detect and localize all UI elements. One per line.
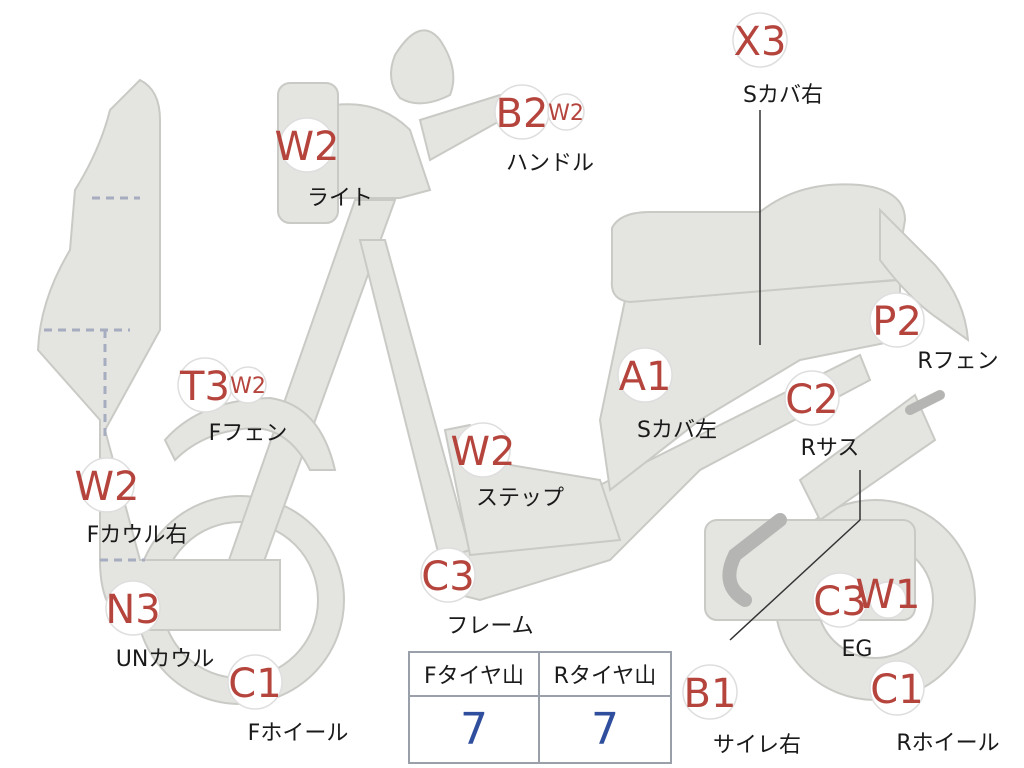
part-code: N3 [105, 587, 160, 633]
part-code: W2 [451, 429, 516, 475]
part-label: Rフェン [917, 349, 998, 374]
headlight-housing [328, 103, 432, 199]
part-label: ライト [307, 186, 373, 211]
part-code: B1 [684, 671, 737, 717]
part-label: Fカウル右 [87, 523, 188, 548]
front-tire-value: 7 [410, 697, 540, 762]
part-sub-code: W2 [230, 374, 266, 399]
part-code: C1 [870, 667, 923, 713]
part-label: Rホイール [896, 731, 999, 756]
part-label: Rサス [801, 436, 860, 461]
part-code: C3 [421, 554, 474, 600]
part-label: Fフェン [209, 421, 288, 446]
part-code: P2 [872, 299, 922, 345]
part-label: Fホイール [248, 721, 349, 746]
badge-circle [455, 422, 511, 478]
rear-shock [798, 393, 937, 522]
mirror [390, 29, 455, 105]
part-code: C1 [228, 661, 281, 707]
tire-tread-table: Fタイヤ山 Rタイヤ山 7 7 [408, 651, 672, 764]
leader-line-rsus-b [729, 519, 861, 641]
sub-badge-circle [869, 581, 907, 619]
part-code: W2 [275, 124, 340, 170]
part-sub-code: W2 [548, 101, 584, 126]
part-badge: C3 フレーム [420, 547, 534, 639]
badge-circle [732, 12, 788, 68]
part-label: Sカバ右 [743, 83, 823, 108]
part-label: ステップ [476, 486, 564, 511]
front-tire-header: Fタイヤ山 [410, 653, 540, 697]
frame-tube [358, 239, 472, 562]
rear-fender [879, 207, 970, 343]
badge-circle [79, 457, 135, 513]
shock-rod [905, 390, 945, 415]
part-label: UNカウル [116, 647, 215, 672]
part-code: X3 [734, 19, 787, 65]
part-label: サイレ右 [713, 733, 801, 758]
badge-circle [420, 547, 476, 603]
side-cover [598, 278, 901, 492]
badge-circle [812, 572, 868, 628]
part-badge: W2 ステップ [451, 422, 564, 511]
badge-circle [784, 370, 840, 426]
seat [610, 183, 907, 304]
part-sub-code: W1 [856, 572, 921, 618]
badge-circle [869, 660, 925, 716]
part-code: C2 [785, 377, 838, 423]
sub-badge-circle [229, 366, 267, 404]
badge-circle [869, 292, 925, 348]
rear-tire-value: 7 [591, 704, 619, 755]
badge-circle [617, 347, 673, 403]
front-fender [163, 396, 337, 471]
badge-circle [682, 664, 738, 720]
part-code: A1 [619, 354, 672, 400]
exhaust-pipe [722, 513, 787, 607]
rear-tire-header: Rタイヤ山 [540, 653, 670, 697]
part-code: W2 [75, 464, 140, 510]
badge-circle [227, 654, 283, 710]
part-label: ハンドル [506, 151, 594, 176]
part-code: T3 [179, 364, 230, 410]
part-badge: B1 サイレ右 [682, 664, 801, 758]
part-code: B2 [496, 91, 549, 137]
part-label: EG [842, 637, 873, 662]
badge-circle [279, 117, 335, 173]
part-label: フレーム [446, 614, 533, 639]
sub-badge-circle [547, 93, 585, 131]
part-code: C3 [813, 579, 866, 625]
badge-circle [105, 580, 161, 636]
part-badge: W2 ライト [275, 117, 373, 211]
part-label: Sカバ左 [637, 418, 717, 443]
